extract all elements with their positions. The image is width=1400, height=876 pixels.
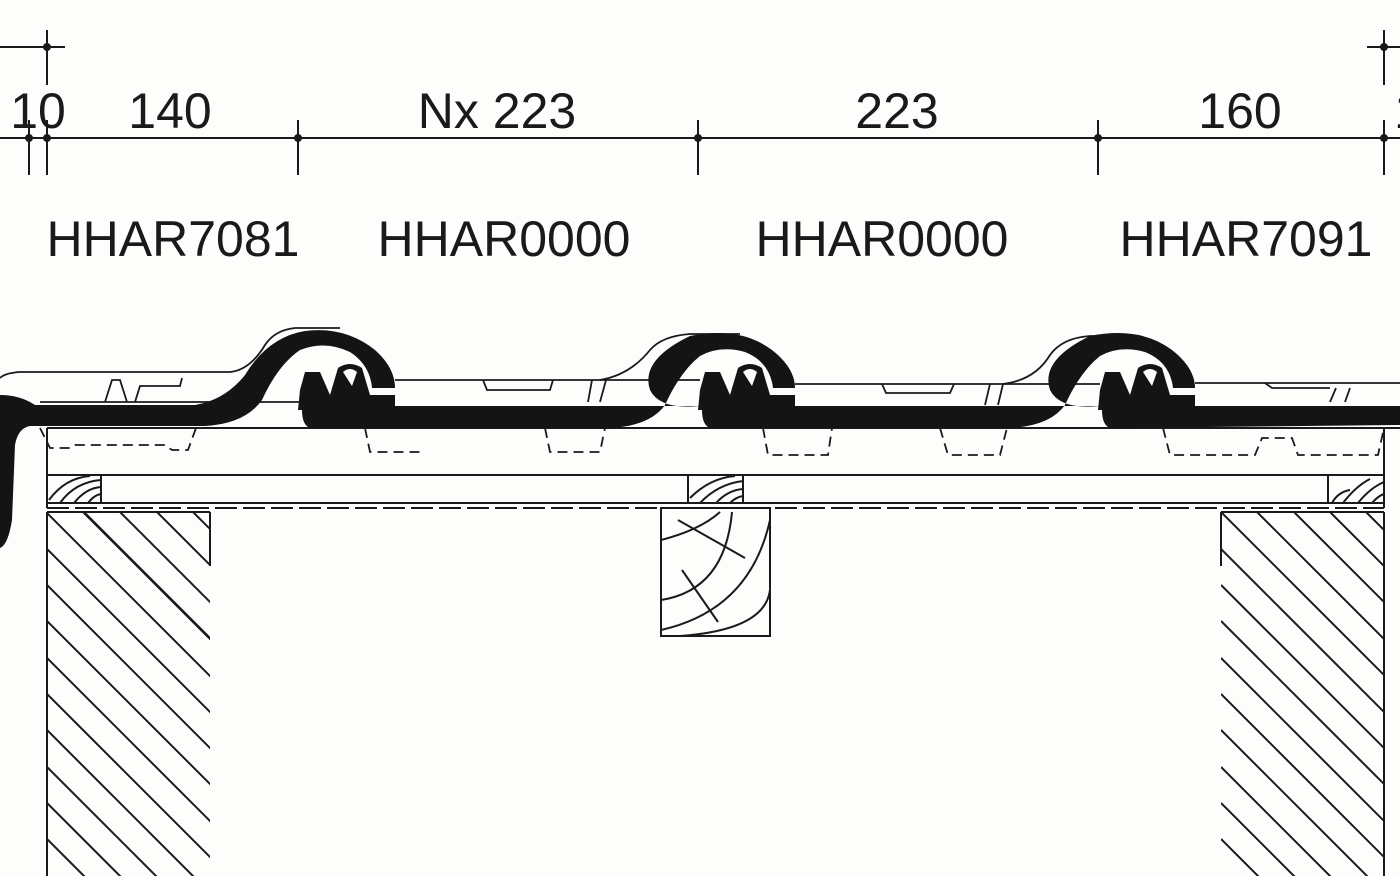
tile-label: HHAR7091 — [1120, 211, 1373, 267]
tile-label: HHAR0000 — [756, 211, 1009, 267]
tile-label: HHAR7081 — [47, 211, 300, 267]
dimension-label: 160 — [1198, 83, 1281, 139]
dimension-label: Nx 223 — [418, 83, 576, 139]
tile-label: HHAR0000 — [378, 211, 631, 267]
dimension-line — [0, 30, 1400, 175]
tile-notches — [343, 369, 1157, 386]
batten-layer — [46, 427, 1400, 509]
right-wall — [1220, 511, 1385, 876]
tile-section-first — [0, 330, 395, 548]
dimension-label: 10 — [10, 83, 66, 139]
hidden-outlines — [39, 427, 1385, 456]
tile-section-middle-2 — [698, 333, 1195, 428]
dimension-label: 140 — [128, 83, 211, 139]
rafter-beam — [660, 507, 771, 637]
left-wall — [46, 511, 211, 876]
tile-section-last — [1098, 364, 1400, 428]
dimension-label: 223 — [855, 83, 938, 139]
tile-section-middle-1 — [298, 333, 795, 428]
dimension-label: 10 — [1394, 83, 1400, 139]
